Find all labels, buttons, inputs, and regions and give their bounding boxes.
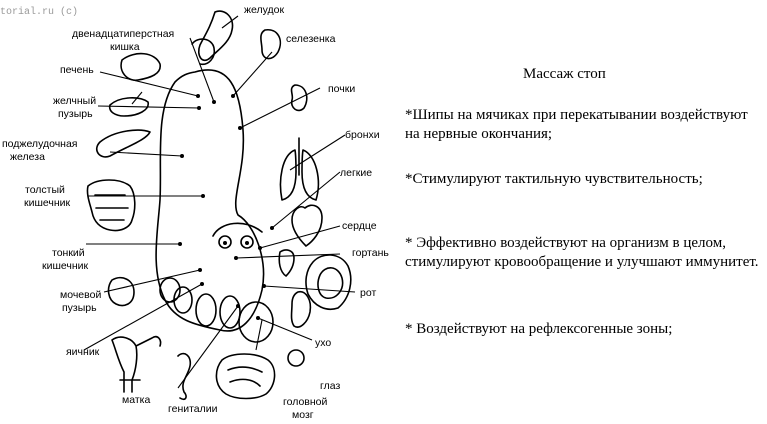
foot-reflexology-diagram: torial.ru (c): [0, 4, 389, 421]
label-uterus: матка: [122, 394, 150, 406]
label-kidneys: почки: [328, 83, 355, 95]
genitals-icon: [177, 352, 192, 401]
label-small-intestine-1: тонкий: [52, 247, 85, 259]
label-pancreas-1: поджелудочная: [2, 138, 78, 150]
label-larynx: гортань: [352, 247, 389, 259]
duodenum-icon: [191, 38, 216, 66]
label-ovary: яичник: [66, 346, 100, 358]
bladder-icon: [107, 276, 135, 307]
label-bladder-2: пузырь: [62, 302, 97, 314]
label-large-intestine-2: кишечник: [24, 197, 71, 209]
label-stomach: желудок: [244, 4, 285, 16]
larynx-icon: [278, 249, 295, 277]
leader-lines: [83, 15, 356, 389]
watermark: torial.ru (c): [0, 6, 78, 18]
label-bronchi: бронхи: [345, 129, 380, 141]
leader-dots: [178, 94, 274, 320]
label-mouth: рот: [360, 287, 376, 299]
label-gallbladder-1: желчный: [53, 95, 96, 107]
label-liver: печень: [60, 64, 94, 76]
label-bladder-1: мочевой: [60, 289, 101, 301]
ovary-uterus-icon: [111, 335, 162, 393]
label-large-intestine-1: толстый: [25, 184, 65, 196]
heart-icon: [291, 204, 323, 247]
mouth-icon: [305, 254, 352, 310]
label-genitals: гениталии: [168, 403, 218, 415]
label-spleen: селезенка: [286, 33, 336, 45]
gallbladder-icon: [108, 97, 149, 117]
label-eye: глаз: [320, 380, 340, 392]
kidney-icon: [290, 84, 308, 112]
label-brain-2: мозг: [292, 409, 314, 421]
label-duodenum-2: кишка: [110, 41, 140, 53]
spleen-icon: [260, 29, 282, 60]
note-item: * Эффективно воздействуют на организм в …: [405, 235, 759, 270]
large-intestine-icon: [86, 179, 136, 232]
label-duodenum-1: двенадцатиперстная: [72, 28, 174, 40]
brain-icon: [215, 353, 276, 400]
label-brain-1: головной: [283, 396, 328, 408]
ear-icon: [290, 290, 312, 328]
label-pancreas-2: железа: [10, 151, 45, 163]
liver-icon: [120, 52, 161, 82]
stomach-icon: [197, 10, 234, 62]
label-small-intestine-2: кишечник: [42, 260, 89, 272]
label-heart: сердце: [342, 220, 377, 232]
label-lungs: легкие: [340, 167, 372, 179]
note-item: *Шипы на мячиках при перекатывании возде…: [405, 107, 748, 142]
label-ear: ухо: [315, 337, 331, 349]
note-item: *Стимулируют тактильную чувствительность…: [405, 171, 703, 187]
eye-icon: [287, 349, 305, 367]
notes-title: Массаж стоп: [523, 66, 606, 82]
bronchi-lungs-icon: [279, 137, 320, 201]
foot-outline: [155, 69, 274, 343]
note-item: * Воздействуют на рефлексогенные зоны;: [405, 321, 673, 337]
label-gallbladder-2: пузырь: [58, 108, 93, 120]
pancreas-icon: [95, 129, 151, 158]
